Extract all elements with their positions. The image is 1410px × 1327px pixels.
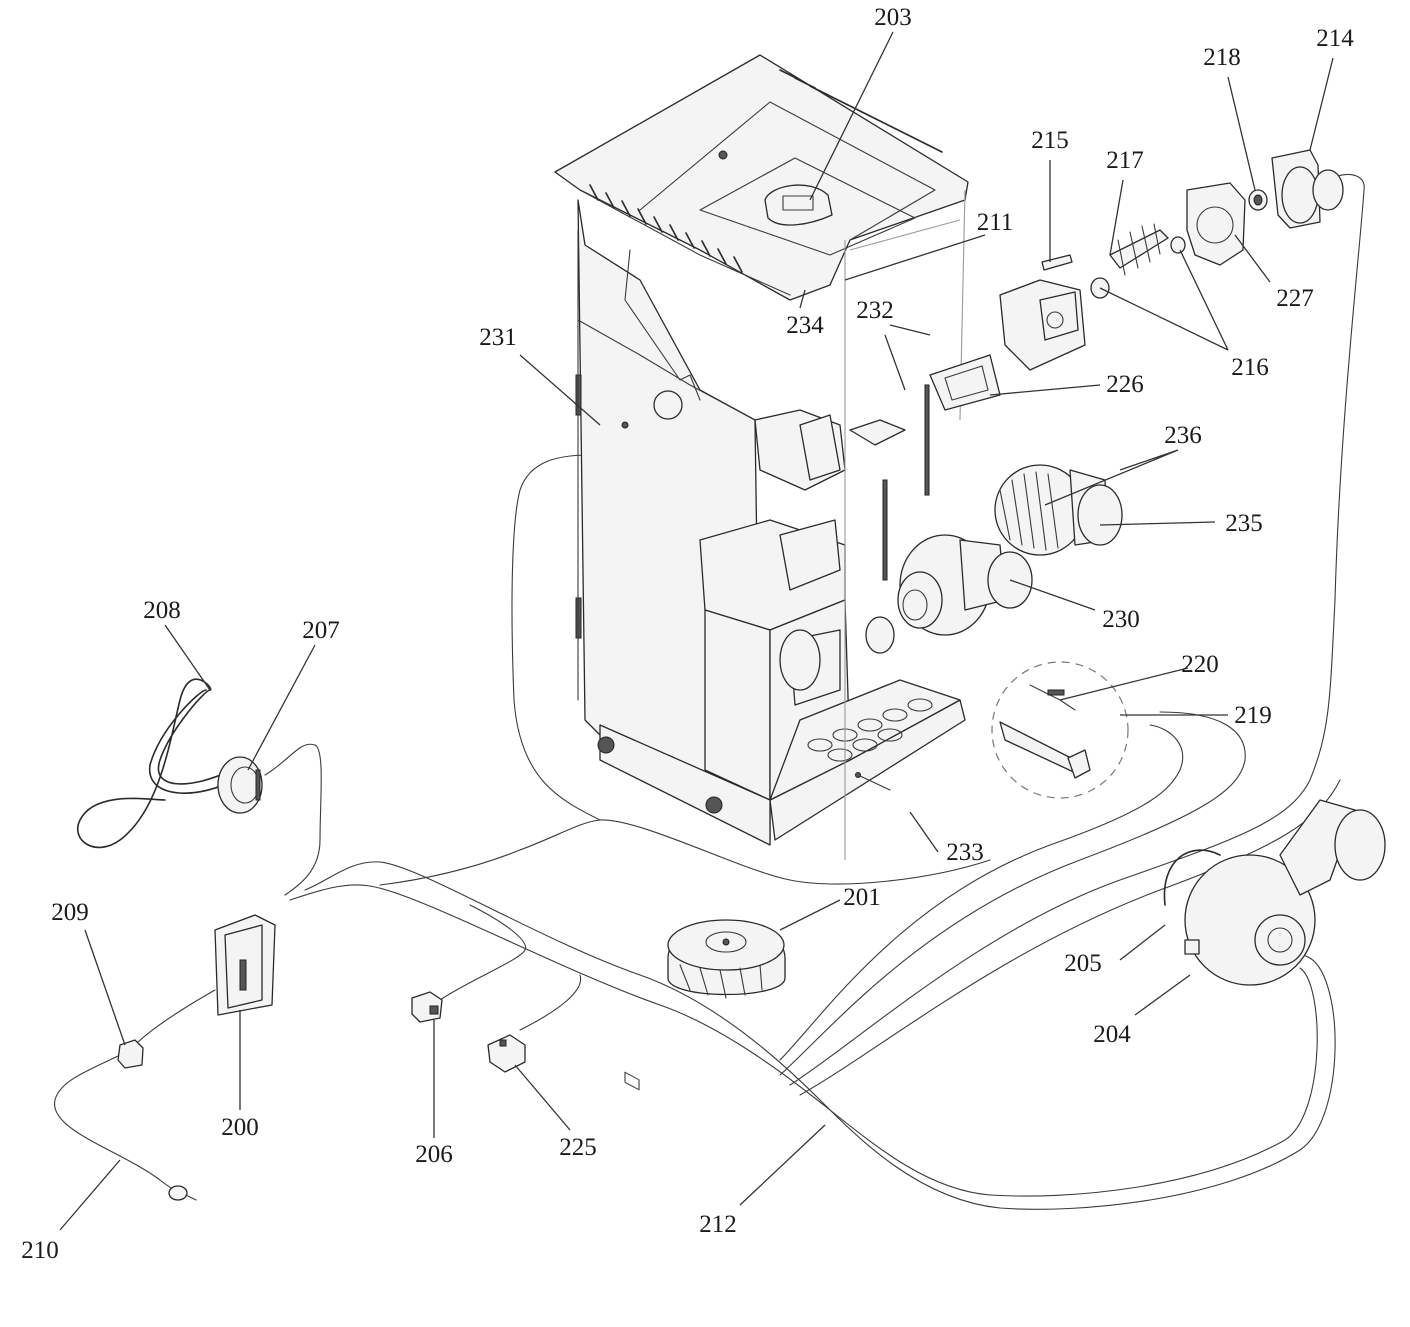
stove-body bbox=[554, 54, 969, 1091]
gear-motor-214 bbox=[1271, 149, 1344, 229]
label-208: 208 bbox=[143, 597, 181, 624]
auger-217 bbox=[1109, 223, 1169, 276]
bushing-218 bbox=[1248, 189, 1268, 211]
label-220: 220 bbox=[1181, 651, 1219, 678]
exhaust-blower-204 bbox=[1184, 799, 1386, 986]
label-207: 207 bbox=[302, 617, 340, 644]
label-214: 214 bbox=[1316, 25, 1354, 52]
label-206: 206 bbox=[415, 1141, 453, 1168]
floor-holes bbox=[807, 698, 933, 762]
feed-unit bbox=[999, 279, 1086, 371]
label-219: 219 bbox=[1234, 702, 1272, 729]
relay-225 bbox=[487, 1034, 526, 1073]
part-labels: 203 211 234 232 231 215 217 218 214 227 … bbox=[21, 4, 1354, 1264]
bracket-231 bbox=[621, 421, 629, 429]
label-218: 218 bbox=[1203, 44, 1241, 71]
label-203: 203 bbox=[874, 4, 912, 31]
fan-230 bbox=[897, 534, 1033, 636]
screw-233 bbox=[855, 772, 891, 791]
label-231: 231 bbox=[479, 324, 517, 351]
leader-lines bbox=[59, 31, 1334, 1231]
fuse-holder-209 bbox=[117, 1039, 144, 1069]
label-209: 209 bbox=[51, 899, 89, 926]
flange-plate-227 bbox=[1186, 182, 1246, 266]
label-217: 217 bbox=[1106, 147, 1144, 174]
switch-206 bbox=[411, 991, 443, 1023]
igniter-detail bbox=[991, 661, 1129, 799]
control-board-200 bbox=[214, 914, 276, 1016]
bracket-215 bbox=[1041, 254, 1073, 271]
label-216: 216 bbox=[1231, 354, 1269, 381]
gasket-205 bbox=[1163, 849, 1221, 906]
sensor-210 bbox=[168, 1185, 197, 1201]
label-225: 225 bbox=[559, 1134, 597, 1161]
label-215: 215 bbox=[1031, 127, 1069, 154]
label-205: 205 bbox=[1064, 950, 1102, 977]
gasket-226 bbox=[929, 354, 1001, 411]
label-232: 232 bbox=[856, 297, 894, 324]
fan-235 bbox=[994, 464, 1123, 556]
pressure-switch-207 bbox=[217, 756, 263, 814]
label-235: 235 bbox=[1225, 510, 1263, 537]
label-226: 226 bbox=[1106, 371, 1144, 398]
label-210: 210 bbox=[21, 1237, 59, 1264]
label-204: 204 bbox=[1093, 1021, 1131, 1048]
room-fan-201 bbox=[667, 919, 786, 999]
lid-vent-slots bbox=[589, 69, 943, 273]
label-234: 234 bbox=[786, 312, 824, 339]
label-233: 233 bbox=[946, 839, 984, 866]
label-236: 236 bbox=[1164, 422, 1202, 449]
label-211: 211 bbox=[977, 209, 1014, 236]
label-230: 230 bbox=[1102, 606, 1140, 633]
wiring-harness bbox=[54, 173, 1365, 1210]
label-201: 201 bbox=[843, 884, 881, 911]
label-227: 227 bbox=[1276, 285, 1314, 312]
label-212: 212 bbox=[699, 1211, 737, 1238]
label-200: 200 bbox=[221, 1114, 259, 1141]
